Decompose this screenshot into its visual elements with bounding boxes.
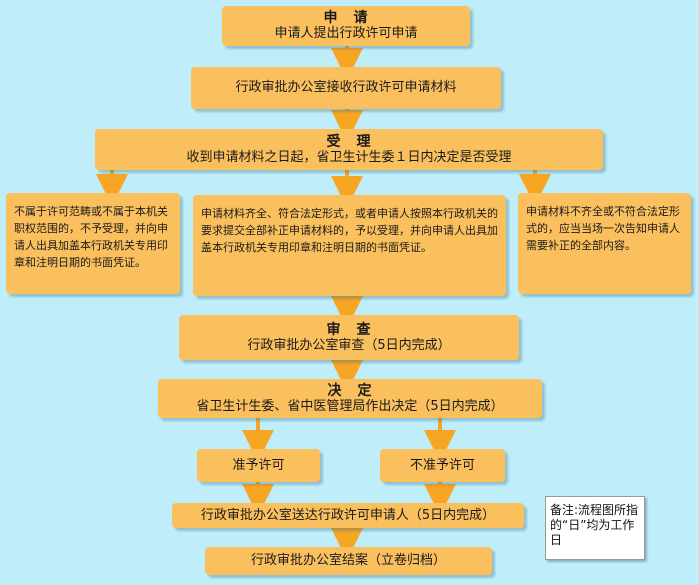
branch-mid-text: 申请材料齐全、符合法定形式，或者申请人按照本行政机关的要求提交全部补正申请材料的… — [201, 207, 498, 254]
decide-box: 决 定 省卫生计生委、省中医管理局作出决定（5日内完成） — [158, 379, 542, 418]
apply-title: 申 请 — [323, 10, 369, 26]
close-box: 行政审批办公室结案（立卷归档） — [205, 547, 492, 575]
close-text: 行政审批办公室结案（立卷归档） — [250, 553, 446, 568]
review-title: 审 查 — [326, 321, 372, 338]
grant-box: 准予许可 — [197, 449, 320, 482]
accept-box: 受 理 收到申请材料之日起，省卫生计生委１日内决定是否受理 — [95, 129, 603, 170]
grant-text: 准予许可 — [232, 457, 285, 473]
branch-mid-box: 申请材料齐全、符合法定形式，或者申请人按照本行政机关的要求提交全部补正申请材料的… — [193, 195, 506, 296]
decide-text: 省卫生计生委、省中医管理局作出决定（5日内完成） — [196, 398, 504, 414]
note-text: 备注:流程图所指的“日”均为工作日 — [550, 503, 639, 547]
decide-title: 决 定 — [327, 382, 373, 399]
deliver-text: 行政审批办公室送达行政许可申请人（5日内完成） — [200, 507, 496, 523]
branch-right-box: 申请材料不齐全或不符合法定形式的，应当当场一次告知申请人需要补正的全部内容。 — [518, 193, 691, 294]
branch-right-text: 申请材料不齐全或不符合法定形式的，应当当场一次告知申请人需要补正的全部内容。 — [526, 205, 680, 252]
branch-left-box: 不属于许可范畴或不属于本机关职权范围的，不予受理，并向申请人出具加盖本行政机关专… — [6, 193, 180, 294]
note-box: 备注:流程图所指的“日”均为工作日 — [545, 496, 645, 560]
branch-left-text: 不属于许可范畴或不属于本机关职权范围的，不予受理，并向申请人出具加盖本行政机关专… — [14, 205, 168, 269]
review-text: 行政审批办公室审查（5日内完成） — [247, 337, 451, 353]
deliver-box: 行政审批办公室送达行政许可申请人（5日内完成） — [172, 503, 524, 528]
apply-box: 申 请 申请人提出行政许可申请 — [222, 6, 470, 46]
review-box: 审 查 行政审批办公室审查（5日内完成） — [179, 315, 519, 360]
accept-title: 受 理 — [326, 133, 372, 150]
deny-text: 不准予许可 — [409, 457, 475, 473]
deny-box: 不准予许可 — [380, 449, 505, 482]
apply-text: 申请人提出行政许可申请 — [274, 26, 418, 41]
receive-box: 行政审批办公室接收行政许可申请材料 — [191, 67, 501, 109]
receive-text: 行政审批办公室接收行政许可申请材料 — [235, 80, 457, 95]
accept-text: 收到申请材料之日起，省卫生计生委１日内决定是否受理 — [186, 149, 512, 165]
